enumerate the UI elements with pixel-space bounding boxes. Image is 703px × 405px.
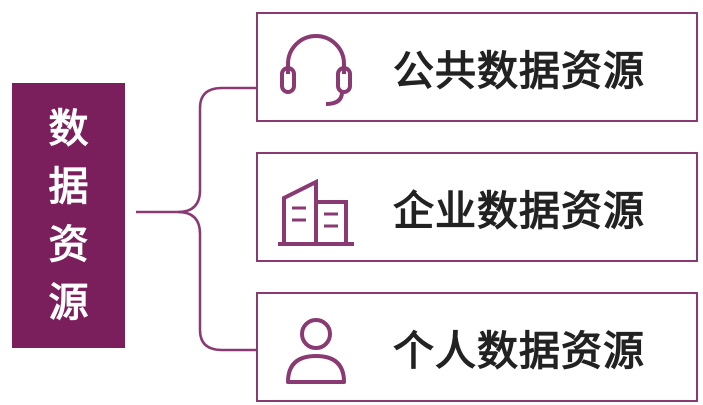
root-node: 数 据 资 源 — [12, 83, 125, 348]
branch-label-public: 公共数据资源 — [393, 47, 645, 95]
branch-card-enterprise: 企业数据资源 — [256, 152, 698, 262]
building-icon — [278, 178, 354, 246]
branch-label-personal: 个人数据资源 — [393, 327, 645, 375]
branch-card-public: 公共数据资源 — [256, 12, 698, 122]
root-char-2: 据 — [48, 163, 89, 210]
branch-label-enterprise: 企业数据资源 — [393, 187, 645, 235]
branch-card-personal: 个人数据资源 — [256, 292, 698, 402]
headset-icon — [280, 34, 352, 106]
root-char-4: 源 — [48, 279, 89, 326]
person-icon — [286, 318, 346, 384]
root-char-1: 数 — [48, 105, 89, 152]
root-char-3: 资 — [48, 221, 89, 268]
